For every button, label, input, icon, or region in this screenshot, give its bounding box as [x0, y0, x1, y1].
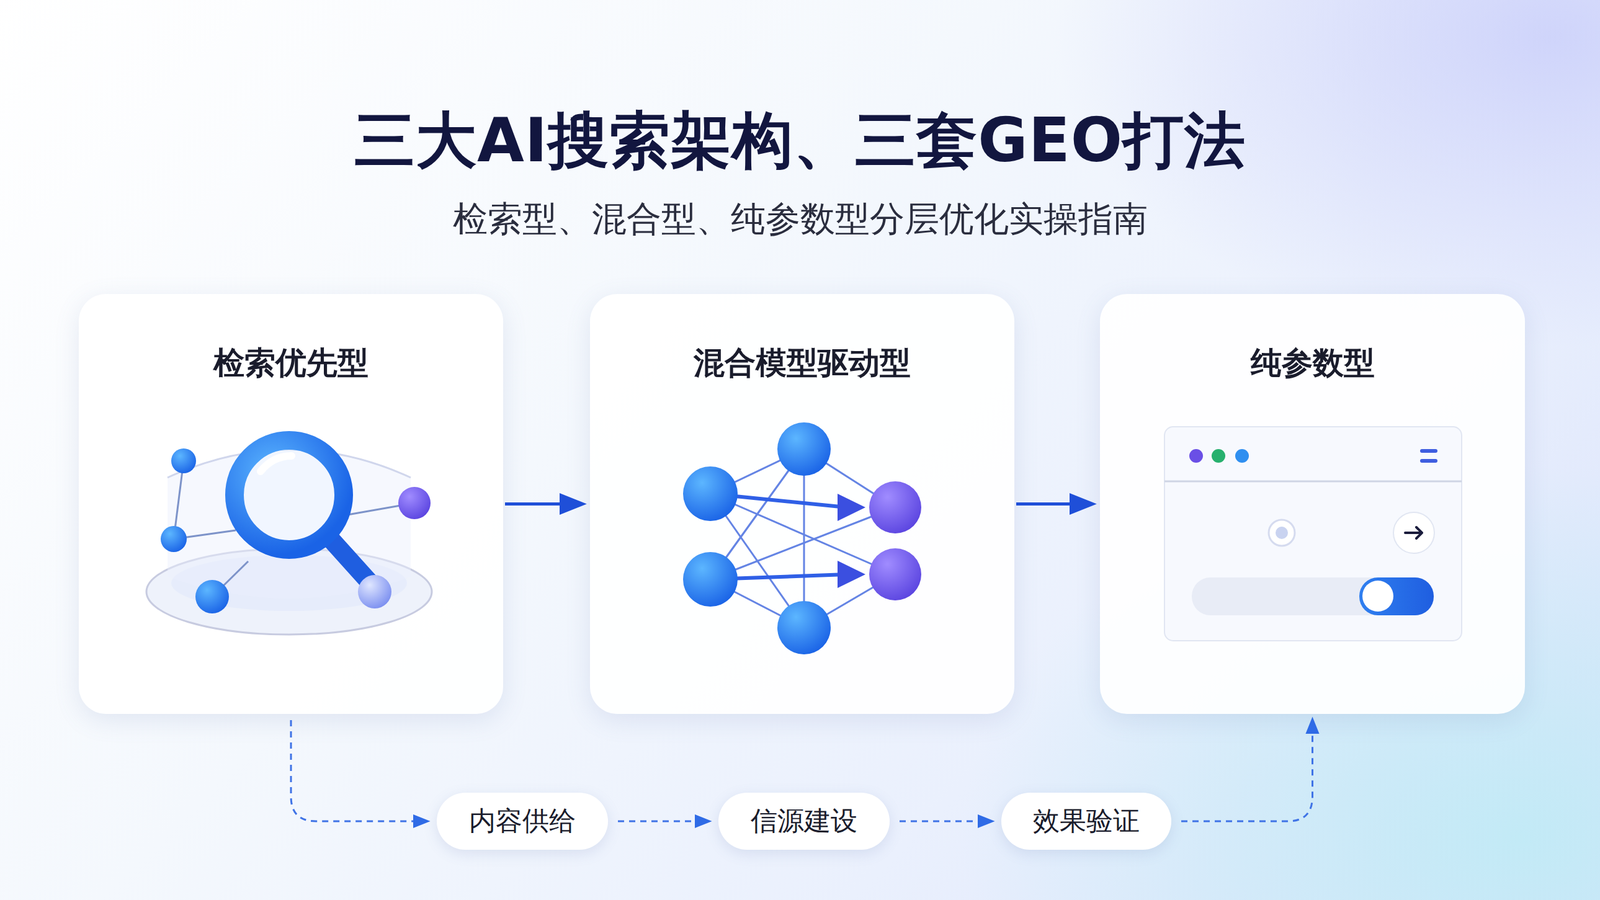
step-pill: 内容供给: [436, 792, 608, 850]
step-label: 效果验证: [1032, 803, 1140, 840]
dashed-flow-arrow: [899, 820, 992, 823]
card-title: 检索优先型: [78, 342, 504, 385]
architecture-card: 检索优先型: [78, 294, 504, 715]
step-label: 信源建设: [750, 803, 858, 840]
card-title: 混合模型驱动型: [589, 342, 1015, 385]
architecture-card: 混合模型驱动型: [589, 294, 1015, 715]
dashed-flow-arrow: [1181, 720, 1313, 822]
architecture-card: 纯参数型: [1099, 294, 1525, 715]
dashed-flow-arrow: [617, 820, 709, 823]
step-label: 内容供给: [469, 803, 576, 840]
flow-arrow: [505, 502, 582, 506]
step-pill: 效果验证: [1001, 792, 1172, 850]
dashed-flow-arrow: [290, 720, 427, 822]
step-pill: 信源建设: [718, 792, 890, 850]
card-title: 纯参数型: [1099, 342, 1525, 385]
flow-arrow: [1016, 502, 1092, 506]
diagram-caption: 检索型、混合型、纯参数型分层优化实操指南: [0, 196, 1600, 244]
diagram-title: 三大AI搜索架构、三套GEO打法: [0, 100, 1600, 183]
